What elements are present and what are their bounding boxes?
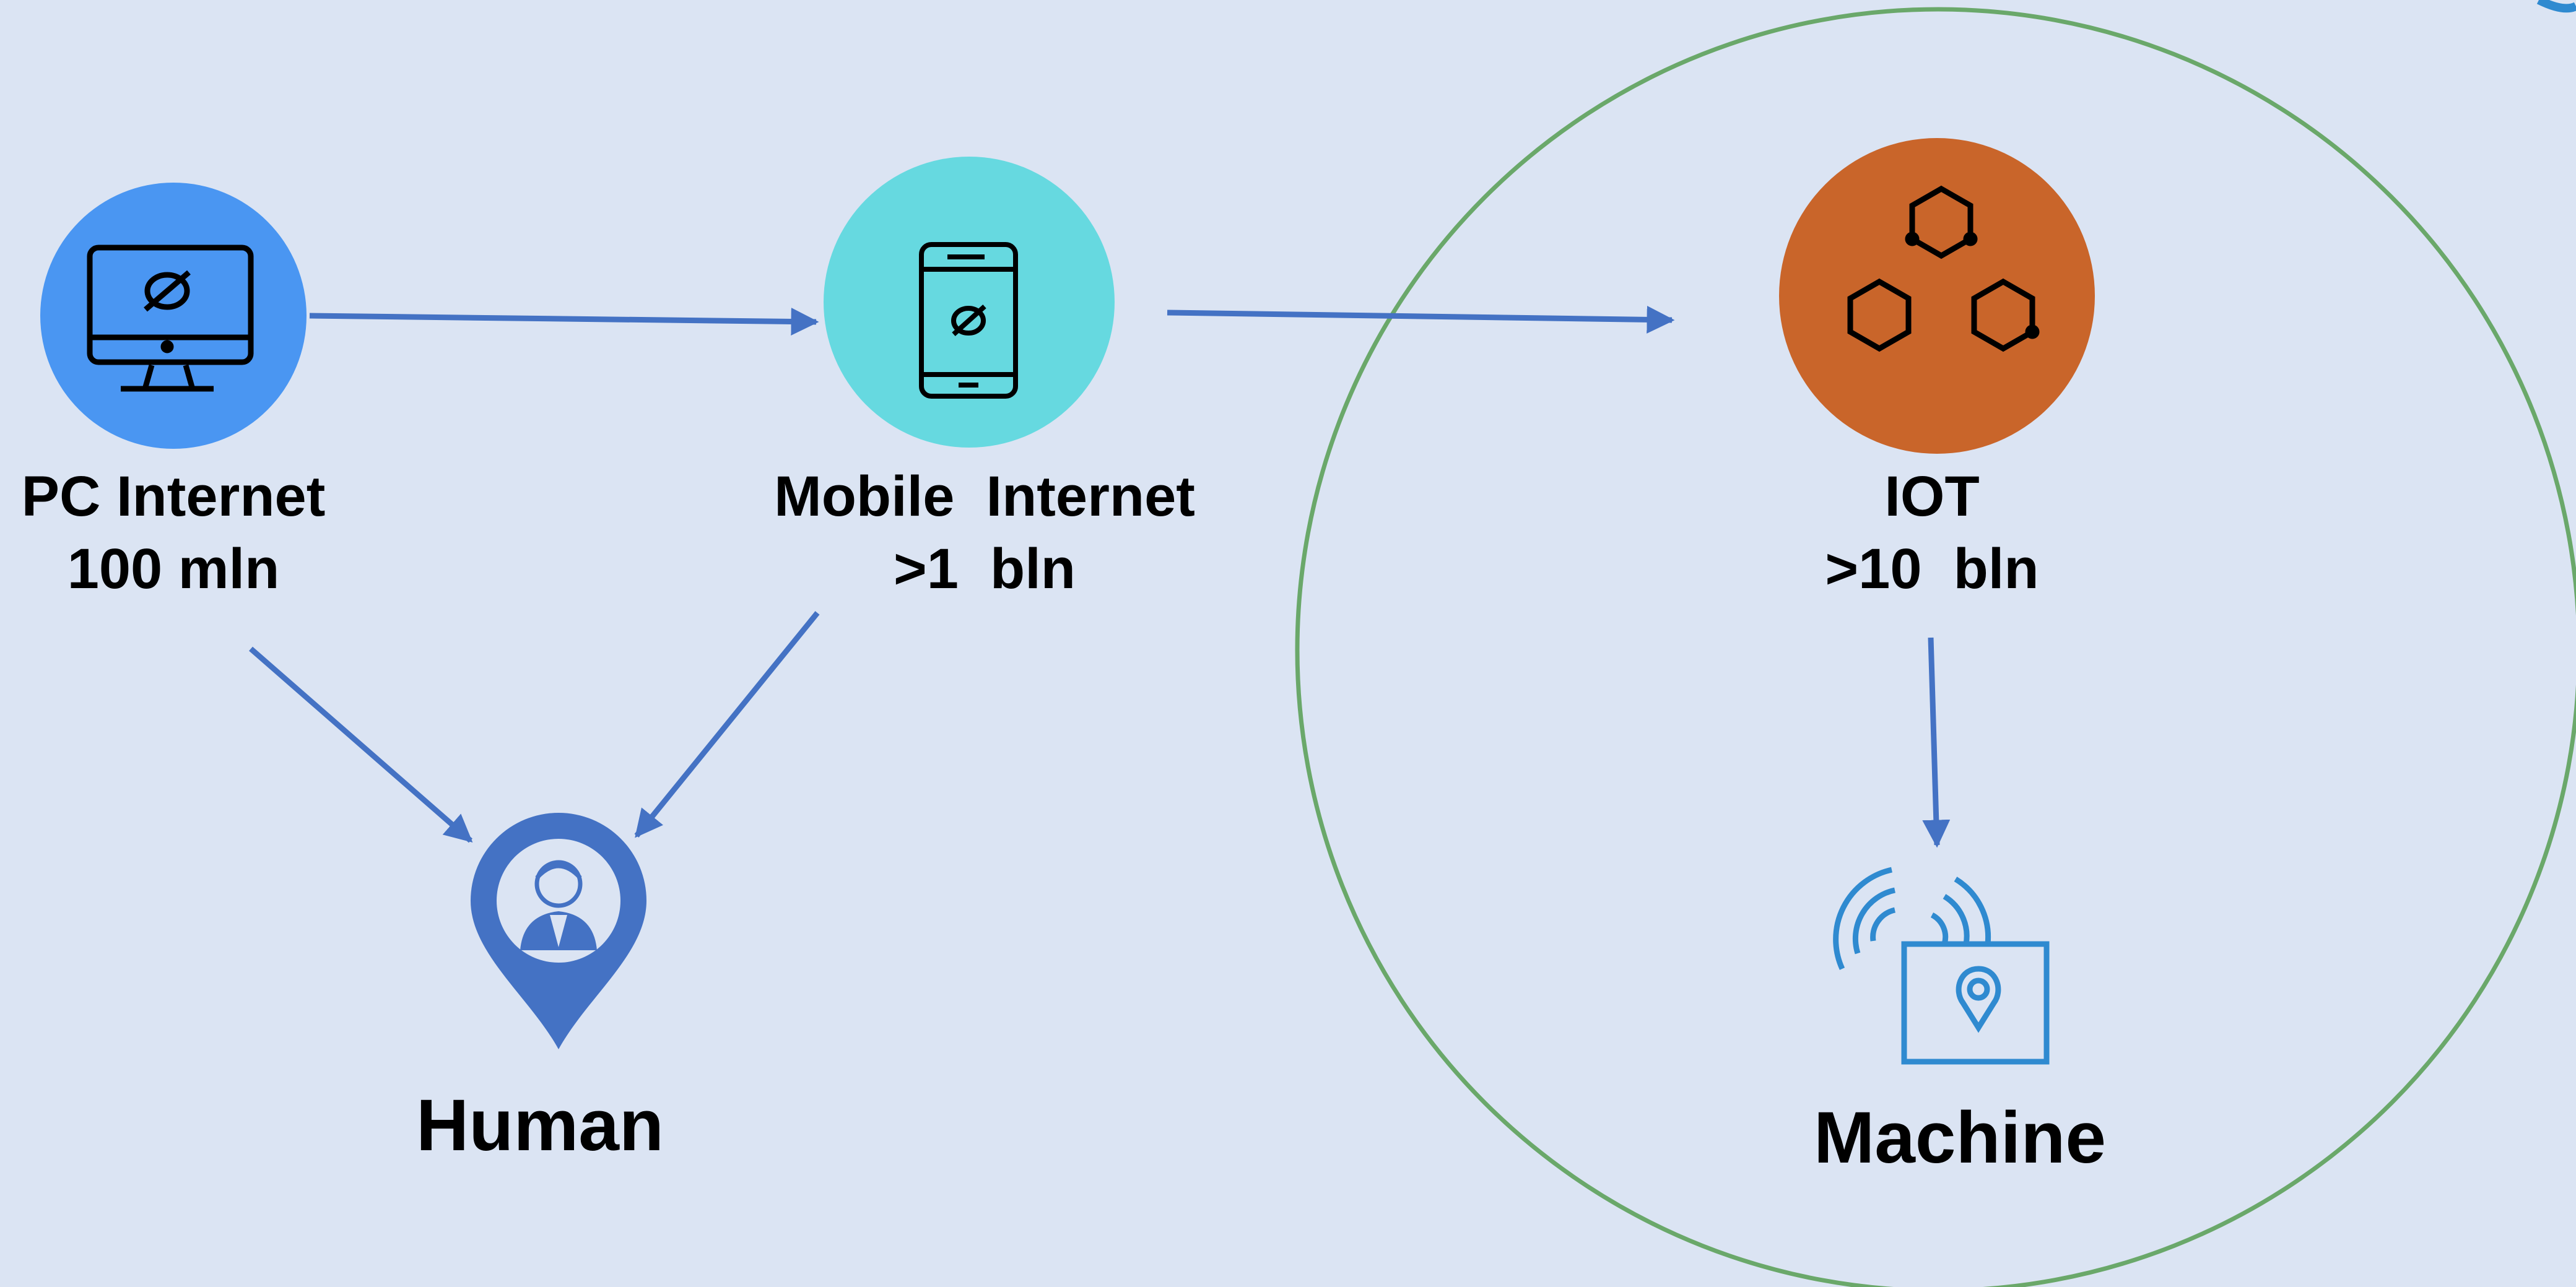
wireless-device-icon: [1833, 867, 2050, 1065]
hexagon-cluster-icon: [1847, 185, 2040, 352]
machine-label: Machine: [1814, 1097, 2106, 1179]
mobile-internet-node: Mobile Internet >1 bln: [774, 157, 1195, 600]
human-label: Human: [416, 1085, 664, 1166]
arrow-mobile-to-human: [634, 611, 820, 838]
desktop-monitor-icon: [87, 245, 254, 392]
pc-internet-title: PC Internet: [22, 465, 326, 528]
mobile-internet-circle: [824, 157, 1115, 448]
iot-boundary-circle: [1295, 7, 2576, 1287]
arrow-pc-to-mobile: [309, 308, 819, 336]
human-node: Human: [416, 813, 664, 1166]
pc-internet-circle: [40, 183, 307, 449]
mobile-internet-count: >1 bln: [894, 537, 1076, 600]
smartphone-icon: [919, 242, 1018, 399]
arrow-iot-to-machine: [1922, 637, 1951, 848]
pc-internet-node: PC Internet 100 mln: [22, 183, 326, 600]
arrow-pc-to-human: [249, 646, 473, 843]
iot-title: IOT: [1884, 465, 1979, 528]
mobile-internet-title: Mobile Internet: [774, 465, 1195, 528]
iot-circle: [1779, 138, 2095, 454]
pc-internet-count: 100 mln: [67, 537, 280, 600]
arrow-mobile-to-iot: [1167, 305, 1675, 334]
iot-count: >10 bln: [1825, 537, 2039, 600]
iot-node: IOT >10 bln: [1779, 138, 2095, 600]
corner-arc-decoration: [2536, 0, 2576, 13]
machine-node: Machine: [1814, 867, 2106, 1179]
